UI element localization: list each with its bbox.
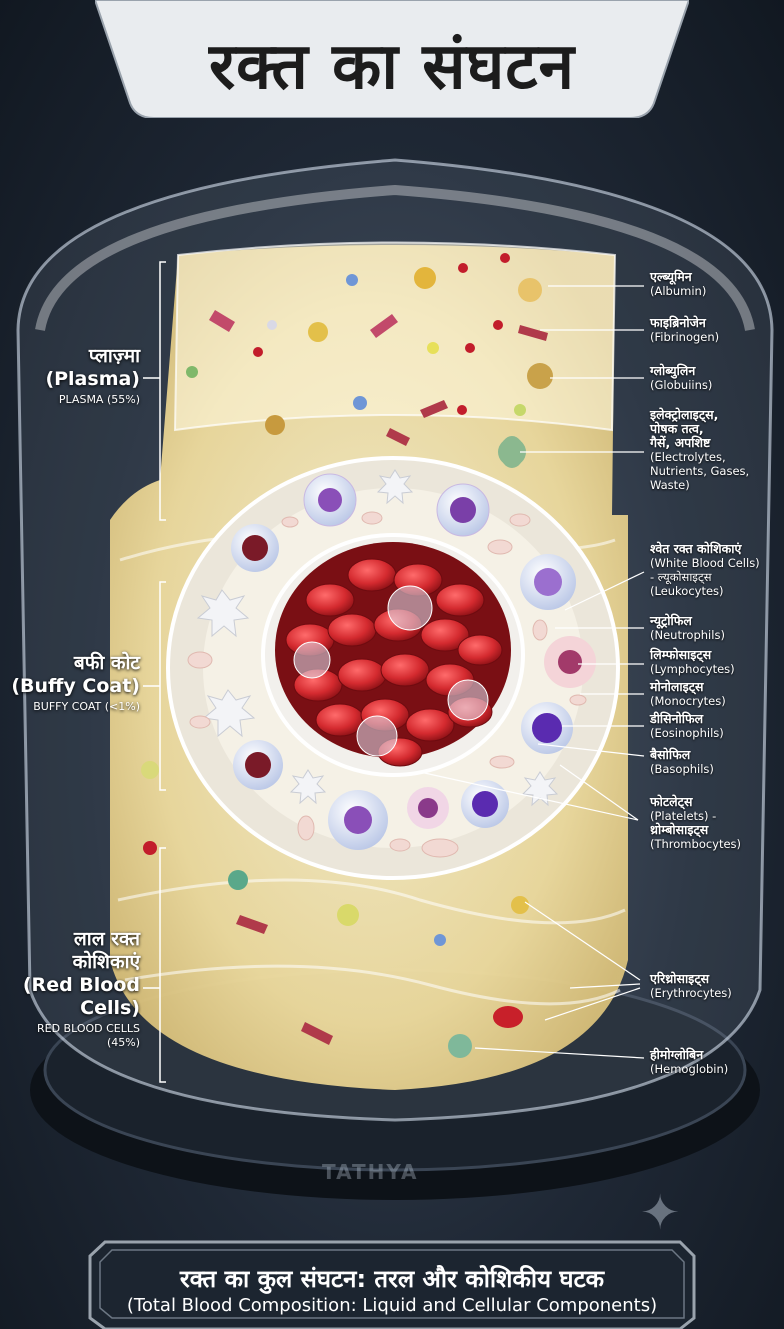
lymphocytes-label: लिम्फोसाइट्स (Lymphocytes)	[650, 647, 735, 677]
platelets-label: फोटलेट्स (Platelets) - थ्रोम्बोसाइट्स (T…	[650, 794, 742, 852]
hemoglobin-label: हीमोग्लोबिन (Hemoglobin)	[650, 1047, 729, 1077]
footer-frame	[88, 1240, 696, 1329]
red-blood-cells	[285, 558, 503, 767]
plasma-glass-block	[173, 241, 617, 432]
eosinophils-label: डीसिनोफिल (Eosinophils)	[650, 711, 724, 741]
globulins-label: ग्लोब्युलिन (Globuiins)	[650, 363, 713, 393]
sparkle-icon: ✦	[640, 1185, 681, 1241]
platelets	[196, 469, 559, 807]
leader-lines	[419, 285, 645, 1059]
electrolytes-label: इलेक्ट्रोलाइट्स, पोषक तत्व, गैसें, अपशिष…	[650, 407, 750, 493]
left-brackets	[143, 261, 166, 1083]
footer-subtitle: (Total Blood Composition: Liquid and Cel…	[126, 1295, 658, 1316]
plasma-label: प्लाज़्मा (Plasma) PLASMA (55%)	[45, 345, 140, 406]
page-title: रक्त का संघटन	[208, 30, 576, 104]
basophils-label: बैसोफिल (Basophils)	[650, 747, 714, 777]
neutrophils-label: न्यूट्रोफिल (Neutrophils)	[650, 613, 725, 643]
title-banner	[95, 0, 689, 118]
buffy-coat-label: बफी कोट (Buffy Coat) BUFFY COAT (<1%)	[11, 652, 140, 713]
plasma-particles	[141, 253, 553, 1058]
red-blood-cells-label: लाल रक्त कोशिकाएं (Red Blood Cells) RED …	[22, 928, 140, 1049]
white-blood-cells	[231, 473, 596, 850]
footer-title: रक्त का कुल संघटन: तरल और कोशिकीय घटक	[179, 1265, 605, 1293]
fibrinogen-label: फाइब्रिनोजेन (Fibrinogen)	[650, 315, 720, 345]
wbc-label: श्वेत रक्त कोशिकाएं (White Blood Cells) …	[650, 541, 760, 599]
erythrocytes-label: एरिथ्रोसाइट्स (Erythrocytes)	[650, 971, 732, 1001]
albumin-label: एल्ब्यूमिन (Albumin)	[650, 269, 707, 299]
brand-watermark: TATHYA	[322, 1160, 419, 1184]
monocytes-label: मोनोलाइट्स (Monocrytes)	[650, 679, 726, 709]
